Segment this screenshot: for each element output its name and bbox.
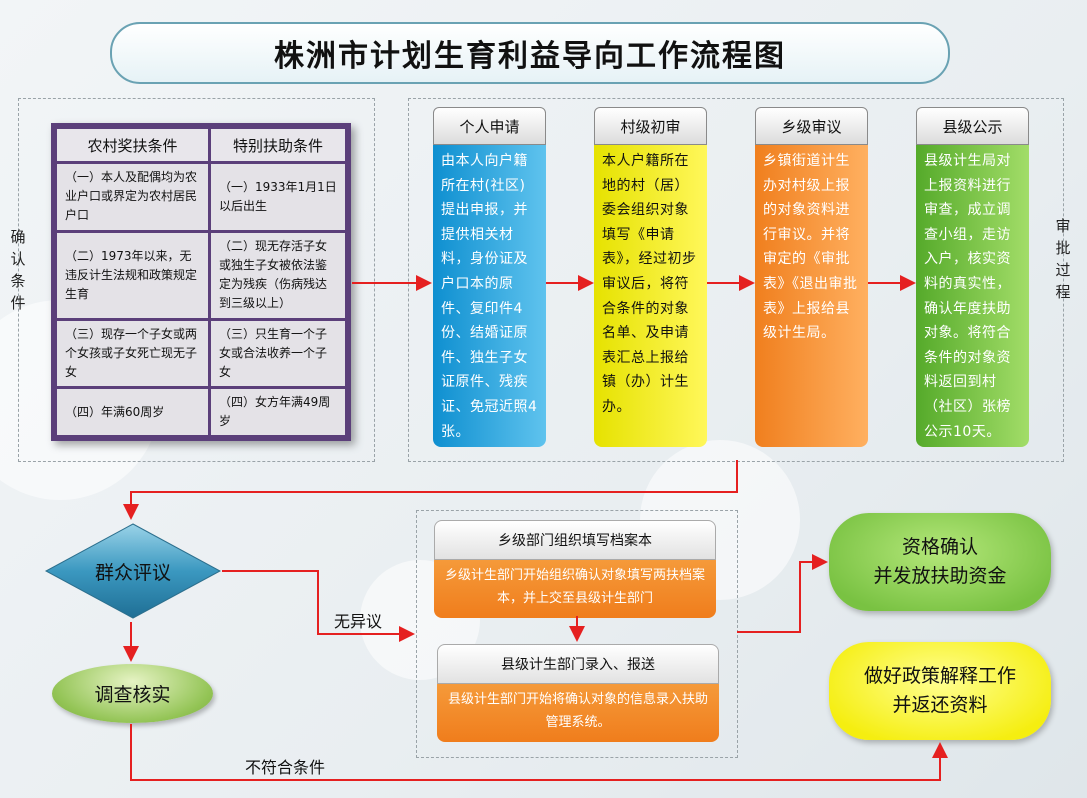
- arrow: [222, 570, 415, 642]
- condition-cell: （四）女方年满49周岁: [211, 389, 345, 435]
- not-qualified-label: 不符合条件: [245, 758, 326, 777]
- condition-cell: （三）只生育一个子女或合法收养一个子女: [211, 320, 345, 387]
- step-title: 村级初审: [594, 107, 707, 145]
- page-title: 株洲市计划生育利益导向工作流程图: [110, 22, 950, 84]
- condition-cell: （四）年满60周岁: [57, 389, 208, 435]
- condition-cell: （二）1973年以来，无违反计生法规和政策规定生育: [57, 232, 208, 318]
- step-body: 乡镇街道计生办对村级上报的对象资料进行审议。并将审定的《审批表》《退出审批表》上…: [755, 145, 868, 447]
- arrow: [123, 460, 738, 520]
- step-county-publicity: 县级公示 县级计生局对上报资料进行审查，成立调查小组，走访入户，核实资料的真实性…: [916, 107, 1029, 447]
- outcome-line: 做好政策解释工作: [863, 665, 1016, 687]
- step-township-review: 乡级审议 乡镇街道计生办对村级上报的对象资料进行审议。并将审定的《审批表》《退出…: [755, 107, 868, 447]
- outcome-line: 资格确认: [901, 536, 978, 558]
- step-title: 县级公示: [916, 107, 1029, 145]
- header-rural-reward: 农村奖扶条件: [57, 129, 208, 161]
- dept-body: 乡级计生部门开始组织确认对象填写两扶档案本，并上交至县级计生部门: [434, 560, 716, 618]
- dept-title: 县级计生部门录入、报送: [437, 644, 719, 684]
- step-village-review: 村级初审 本人户籍所在地的村（居）委会组织对象填写《申请表》，经过初步审议后，将…: [594, 107, 707, 447]
- outcome-line: 并返还资料: [892, 694, 988, 716]
- conditions-group: [18, 98, 375, 462]
- header-special-support: 特别扶助条件: [211, 129, 345, 161]
- condition-cell: （三）现存一个子女或两个女孩或子女死亡现无子女: [57, 320, 208, 387]
- no-objection-label: 无异议: [334, 612, 383, 631]
- step-body: 县级计生局对上报资料进行审查，成立调查小组，走访入户，核实资料的真实性，确认年度…: [916, 145, 1029, 447]
- diamond-label: 群众评议: [94, 561, 171, 584]
- condition-cell: （二）现无存活子女或独生子女被依法鉴定为残疾（伤病残达到三级以上）: [211, 232, 345, 318]
- investigation-ellipse: 调查核实: [52, 664, 213, 723]
- diamond-shape: [44, 523, 222, 619]
- qualification-confirmed-pill: 资格确认 并发放扶助资金: [829, 513, 1051, 611]
- step-title: 个人申请: [433, 107, 546, 145]
- conditions-table: 农村奖扶条件 特别扶助条件 （一）本人及配偶均为农业户口或界定为农村居民户口 （…: [51, 123, 351, 441]
- arrow: [737, 554, 828, 633]
- step-personal-application: 个人申请 由本人向户籍所在村(社区)提出申报，并提供相关材料，身份证及户口本的原…: [433, 107, 546, 447]
- arrow: [130, 724, 948, 781]
- condition-cell: （一）1933年1月1日以后出生: [211, 164, 345, 230]
- outcome-line: 并发放扶助资金: [873, 565, 1007, 587]
- dept-county-entry: 县级计生部门录入、报送 县级计生部门开始将确认对象的信息录入扶助管理系统。: [437, 644, 719, 742]
- dept-township-archive: 乡级部门组织填写档案本 乡级计生部门开始组织确认对象填写两扶档案本，并上交至县级…: [434, 520, 716, 618]
- left-side-label: 确认条件: [10, 228, 26, 312]
- public-review-diamond: 群众评议: [44, 522, 222, 620]
- department-group: [416, 510, 738, 758]
- dept-title: 乡级部门组织填写档案本: [434, 520, 716, 560]
- dept-body: 县级计生部门开始将确认对象的信息录入扶助管理系统。: [437, 684, 719, 742]
- right-side-label: 审批过程: [1055, 217, 1071, 301]
- step-body: 由本人向户籍所在村(社区)提出申报，并提供相关材料，身份证及户口本的原件、复印件…: [433, 145, 546, 447]
- condition-cell: （一）本人及配偶均为农业户口或界定为农村居民户口: [57, 164, 208, 230]
- step-title: 乡级审议: [755, 107, 868, 145]
- step-body: 本人户籍所在地的村（居）委会组织对象填写《申请表》，经过初步审议后，将符合条件的…: [594, 145, 707, 447]
- policy-explanation-pill: 做好政策解释工作 并返还资料: [829, 642, 1051, 740]
